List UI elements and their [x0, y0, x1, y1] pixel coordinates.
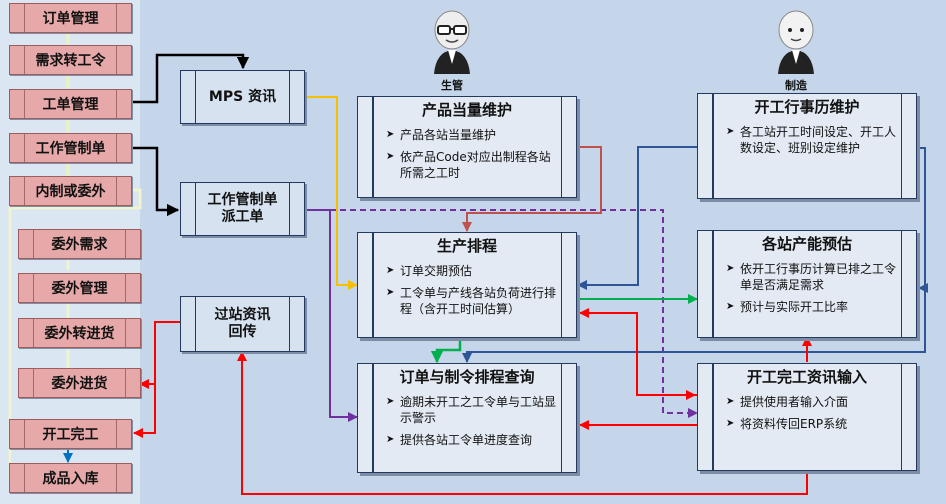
- module-chanpin-list: 产品各站当量维护 依产品Code对应出制程各站所需之工时: [386, 127, 556, 187]
- guozhan-label: 过站资讯 回传: [195, 297, 290, 351]
- process-gongdan-label: 工单管理: [24, 90, 117, 118]
- left-flow-connector-2: [8, 188, 142, 480]
- module-xingshili-title: 开工行事历维护: [754, 98, 860, 116]
- module-shengchan-item: 订单交期预估: [386, 263, 556, 279]
- shengguan-label: 生管: [441, 79, 463, 92]
- process-kaigong[interactable]: 开工完工: [9, 419, 132, 449]
- arrow-paigong-to-shuru-dashed: [330, 209, 698, 418]
- process-weiwaijinhuo[interactable]: 委外进货: [18, 368, 141, 398]
- module-dingdan-item: 提供各站工令单进度查询: [386, 432, 556, 448]
- arrow-guozhan-to-weiwaijinhuo: [139, 321, 180, 389]
- arrow-chanpin-to-shengchan: [462, 146, 602, 232]
- process-xuqiu-label: 需求转工令: [24, 46, 117, 74]
- arrow-shengchan-to-dingdan: [430, 338, 462, 364]
- process-xuqiu[interactable]: 需求转工令: [9, 45, 132, 75]
- mps-label: MPS 资讯: [195, 71, 290, 123]
- module-xingshili[interactable]: 开工行事历维护 各工站开工时间设定、开工人数设定、班别设定维护: [697, 93, 917, 199]
- arrow-xingshili-to-channeng: [917, 147, 928, 293]
- process-weiwaiguanli-label: 委外管理: [33, 274, 126, 302]
- module-shengchan-title: 生产排程: [436, 237, 497, 255]
- module-chanpin-item: 依产品Code对应出制程各站所需之工时: [386, 149, 556, 181]
- arrow-xingshili-to-shengchan: [577, 146, 697, 290]
- process-weiwaijinhuo-label: 委外进货: [33, 369, 126, 397]
- module-shuru[interactable]: 开工完工资讯输入 提供使用者输入介面 将资料传回ERP系统: [697, 363, 917, 471]
- process-gongzuo[interactable]: 工作管制单: [9, 133, 132, 163]
- arrow-shuru-to-shengchan: [579, 308, 697, 396]
- process-dingdan[interactable]: 订单管理: [9, 3, 132, 33]
- process-neizhi-label: 内制或委外: [24, 177, 117, 205]
- module-dingdan-item: 逾期未开工之工令单与工站显示警示: [386, 394, 556, 426]
- module-chanpin[interactable]: 产品当量维护 产品各站当量维护 依产品Code对应出制程各站所需之工时: [357, 96, 577, 198]
- module-shengchan-item: 工令单与产线各站负荷进行排程（含开工时间估算）: [386, 285, 556, 317]
- process-chengpin-label: 成品入库: [24, 464, 117, 492]
- process-chengpin[interactable]: 成品入库: [9, 463, 132, 493]
- module-shuru-title: 开工完工资讯输入: [746, 368, 867, 386]
- zhizao-label: 制造: [785, 79, 807, 92]
- module-shuru-item: 提供使用者输入介面: [726, 394, 896, 410]
- process-weiwaizhuan[interactable]: 委外转进货: [18, 318, 141, 348]
- module-dingdan-title: 订单与制令排程查询: [399, 368, 535, 386]
- arrow-paigong-to-dingdan: [305, 209, 358, 422]
- module-dingdan-list: 逾期未开工之工令单与工站显示警示 提供各站工令单进度查询: [386, 394, 556, 454]
- process-weiwaizhuan-label: 委外转进货: [33, 319, 126, 347]
- module-chanpin-item: 产品各站当量维护: [386, 127, 556, 143]
- module-shengchan-list: 订单交期预估 工令单与产线各站负荷进行排程（含开工时间估算）: [386, 263, 556, 323]
- process-gongdan[interactable]: 工单管理: [9, 89, 132, 119]
- arrow-guozhan-to-kaigong: [133, 384, 156, 438]
- module-channeng[interactable]: 各站产能预估 依开工行事历计算已排之工令单是否满足需求 预计与实际开工比率: [697, 230, 917, 338]
- arrow-channeng-to-dingdan: [462, 288, 926, 363]
- guozhan-box[interactable]: 过站资讯 回传: [180, 296, 305, 352]
- module-shengchan[interactable]: 生产排程 订单交期预估 工令单与产线各站负荷进行排程（含开工时间估算）: [357, 232, 577, 338]
- module-channeng-title: 各站产能预估: [761, 235, 852, 253]
- module-dingdan[interactable]: 订单与制令排程查询 逾期未开工之工令单与工站显示警示 提供各站工令单进度查询: [357, 363, 577, 473]
- module-xingshili-list: 各工站开工时间设定、开工人数设定、班别设定维护: [726, 124, 896, 162]
- process-dingdan-label: 订单管理: [24, 4, 117, 32]
- process-weiwaiguanli[interactable]: 委外管理: [18, 273, 141, 303]
- zhizao-avatar-icon: [778, 10, 814, 74]
- arrow-gongdan-to-mps: [130, 53, 250, 104]
- process-gongzuo-label: 工作管制单: [24, 134, 117, 162]
- process-weiwaixuqiu[interactable]: 委外需求: [18, 229, 141, 259]
- module-shuru-item: 将资料传回ERP系统: [726, 416, 896, 432]
- mps-box[interactable]: MPS 资讯: [180, 70, 305, 124]
- process-weiwaixuqiu-label: 委外需求: [33, 230, 126, 258]
- shengguan-avatar-icon: [434, 10, 470, 74]
- module-shuru-list: 提供使用者输入介面 将资料传回ERP系统: [726, 394, 896, 438]
- paigong-label: 工作管制单 派工单: [195, 183, 290, 235]
- arrow-gongzuo-to-paigong: [130, 146, 180, 217]
- arrow-shuru-to-guozhan: [237, 351, 808, 495]
- module-channeng-item: 预计与实际开工比率: [726, 299, 896, 315]
- module-chanpin-title: 产品当量维护: [421, 101, 512, 119]
- paigong-box[interactable]: 工作管制单 派工单: [180, 182, 305, 236]
- process-kaigong-label: 开工完工: [24, 420, 117, 448]
- arrow-mps-to-shengchan: [303, 96, 358, 290]
- process-neizhi[interactable]: 内制或委外: [9, 176, 132, 206]
- module-xingshili-item: 各工站开工时间设定、开工人数设定、班别设定维护: [726, 124, 896, 156]
- module-channeng-item: 依开工行事历计算已排之工令单是否满足需求: [726, 261, 896, 293]
- module-channeng-list: 依开工行事历计算已排之工令单是否满足需求 预计与实际开工比率: [726, 261, 896, 321]
